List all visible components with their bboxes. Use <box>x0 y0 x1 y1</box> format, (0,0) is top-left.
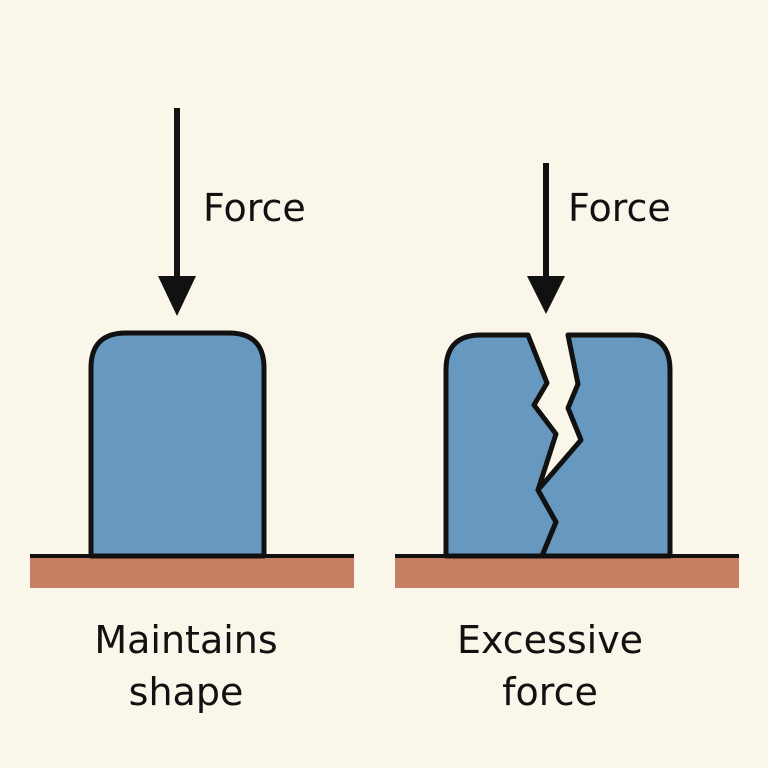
left-force-label: Force <box>203 186 306 230</box>
left-panel <box>30 108 354 588</box>
right-force-label: Force <box>568 186 671 230</box>
right-caption-line1: Excessive <box>456 618 644 662</box>
left-caption-line2: shape <box>128 670 244 714</box>
left-caption: Maintains shape <box>60 614 312 718</box>
right-ground <box>395 556 739 588</box>
right-block-right-half <box>535 332 673 559</box>
left-ground <box>30 556 354 588</box>
right-block-left-half <box>443 332 559 559</box>
left-caption-line1: Maintains <box>94 618 278 662</box>
right-caption-line2: force <box>502 670 598 714</box>
right-panel <box>395 163 739 588</box>
right-caption: Excessive force <box>425 614 675 718</box>
left-block <box>88 330 267 559</box>
left-force-arrowhead <box>158 276 196 316</box>
right-force-arrowhead <box>527 276 565 314</box>
